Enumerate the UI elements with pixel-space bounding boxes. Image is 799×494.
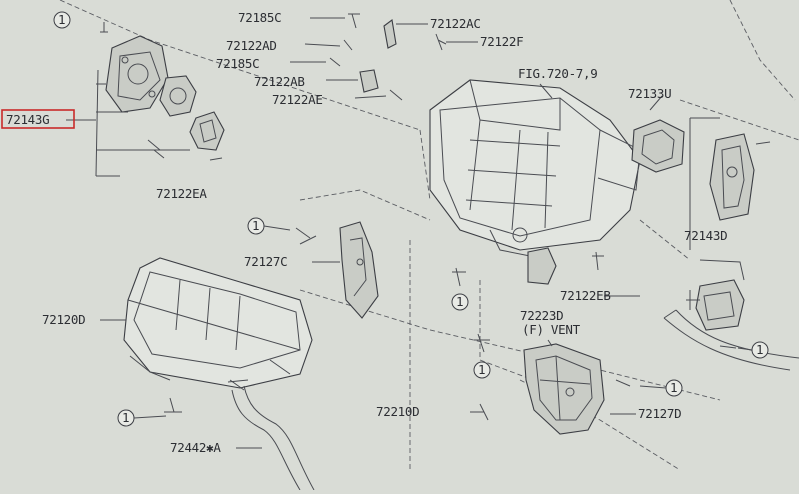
heater-unit: [429, 79, 641, 257]
bracket-72127c: [295, 221, 379, 319]
label-72122ab[interactable]: 72122AB: [254, 74, 305, 89]
callout-circle: 1: [473, 361, 491, 379]
label-72122ae[interactable]: 72122AE: [272, 92, 323, 107]
label-72185c-mid[interactable]: 72185C: [216, 56, 260, 71]
svg-text:1: 1: [756, 342, 763, 357]
label-72122f[interactable]: 72122F: [480, 34, 524, 49]
svg-text:1: 1: [670, 380, 677, 395]
label-72120d[interactable]: 72120D: [42, 312, 86, 327]
drain-hose-72442a: [227, 379, 315, 491]
callout-circles: 1 1 1 1 1 1 1: [53, 11, 769, 427]
svg-text:1: 1: [478, 362, 485, 377]
label-72127d[interactable]: 72127D: [638, 406, 682, 421]
actuator-72143d: [663, 259, 799, 371]
callout-circle: 1: [53, 11, 71, 29]
callout-circle: 1: [639, 379, 683, 397]
label-72442a[interactable]: 72442✱A: [170, 440, 222, 455]
gasket-72133u: [631, 95, 685, 173]
label-72122ac[interactable]: 72122AC: [430, 16, 481, 31]
part-labels: 72185C 72122AC 72122AD 72122F 72185C 721…: [6, 10, 728, 455]
lower-case-72120d: [100, 257, 313, 413]
fasteners-top: [290, 13, 478, 101]
label-fig-720[interactable]: FIG.720-7,9: [518, 66, 598, 81]
label-72133u[interactable]: 72133U: [628, 86, 672, 101]
callout-circle: 1: [737, 341, 769, 359]
label-72223d[interactable]: 72223D: [520, 308, 564, 323]
vent-bracket-72223d: [452, 247, 640, 353]
actuator-assembly: [66, 22, 225, 177]
label-72127c[interactable]: 72127C: [244, 254, 288, 269]
svg-text:1: 1: [122, 410, 129, 425]
label-72143g-highlighted[interactable]: 72143G: [6, 112, 50, 127]
selected-part-highlight: [1, 109, 75, 129]
label-72210d[interactable]: 72210D: [376, 404, 420, 419]
actuator-72143g: [689, 117, 771, 250]
label-vent: (F) VENT: [522, 322, 581, 337]
label-72122ad[interactable]: 72122AD: [226, 38, 277, 53]
svg-text:1: 1: [456, 294, 463, 309]
callout-circle: 1: [247, 217, 291, 235]
callout-circle: 1: [451, 293, 469, 311]
label-72122eb[interactable]: 72122EB: [560, 288, 611, 303]
label-72143d[interactable]: 72143D: [684, 228, 728, 243]
svg-text:1: 1: [252, 218, 259, 233]
label-72122ea[interactable]: 72122EA: [156, 186, 208, 201]
callout-circle: 1: [117, 409, 167, 427]
bracket-72127d: [470, 339, 636, 435]
label-72185c-top[interactable]: 72185C: [238, 10, 282, 25]
svg-text:1: 1: [58, 12, 65, 27]
